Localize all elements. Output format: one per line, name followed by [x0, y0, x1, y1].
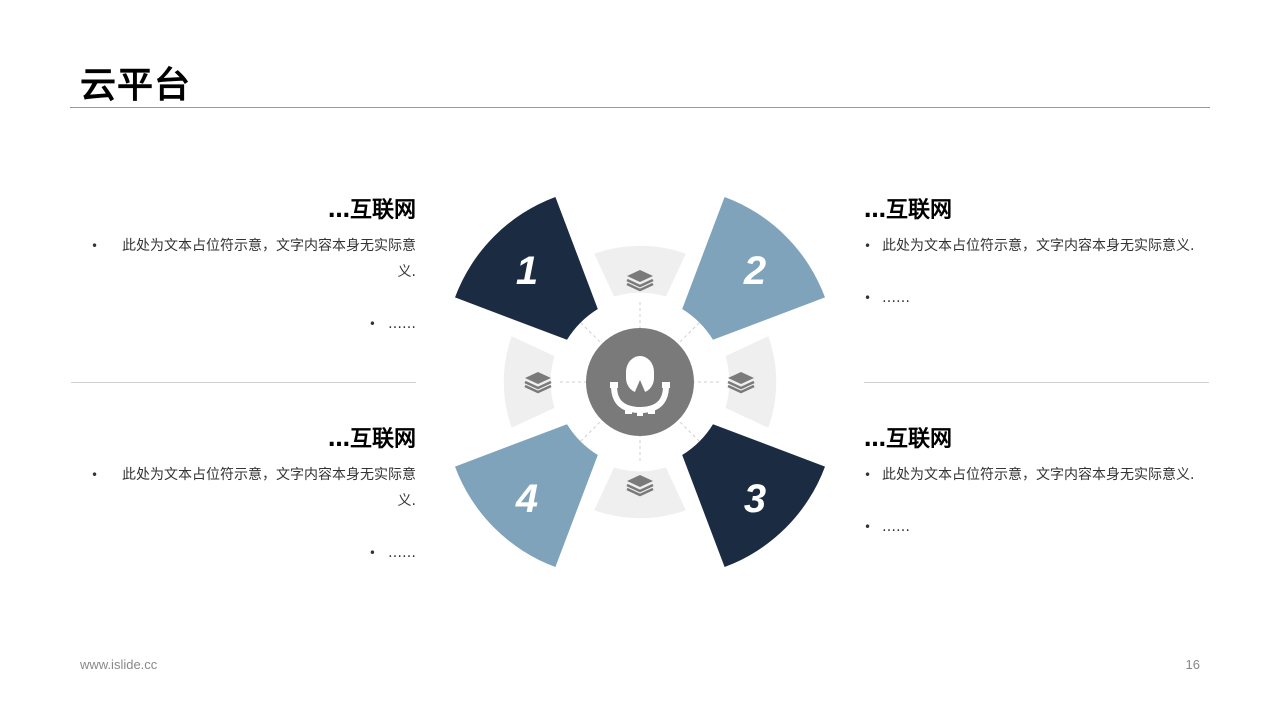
text-block-1: …互联网 • 此处为文本占位符示意，文字内容本身无实际意义. • …… [71, 195, 416, 337]
bullet-item: • 此处为文本占位符示意，文字内容本身无实际意义. [71, 462, 416, 514]
bullet-dot-icon: • [864, 239, 872, 253]
block-heading: …互联网 [327, 427, 416, 452]
petal-number: 2 [743, 249, 766, 293]
petal-2: 2 [682, 197, 825, 340]
bullet-list: • 此处为文本占位符示意，文字内容本身无实际意义. • …… [71, 233, 416, 337]
bullet-item: • 此处为文本占位符示意，文字内容本身无实际意义. [864, 462, 1209, 488]
petal-number: 3 [744, 477, 766, 521]
title-divider [70, 107, 1210, 108]
petal-1: 1 [455, 197, 598, 340]
block-heading: …互联网 [864, 198, 953, 223]
block-heading: …互联网 [864, 427, 953, 452]
bullet-text: …… [882, 519, 910, 535]
bullet-item: • …… [71, 540, 416, 566]
bullet-item: • …… [864, 514, 1209, 540]
section-divider [864, 382, 1209, 383]
footer-url[interactable]: www.islide.cc [80, 657, 158, 672]
page-number: 16 [1185, 657, 1200, 672]
bullet-dot-icon: • [368, 546, 376, 560]
bullet-dot-icon: • [91, 468, 99, 482]
bullet-text: …… [388, 316, 416, 332]
center-hub [586, 328, 694, 436]
tab-right [725, 336, 777, 428]
bullet-item: • …… [71, 311, 416, 337]
bullet-list: • 此处为文本占位符示意，文字内容本身无实际意义. • …… [864, 462, 1209, 540]
radial-diagram: 1 2 3 4 [455, 197, 825, 567]
section-divider [71, 382, 416, 383]
bullet-dot-icon: • [864, 468, 872, 482]
bullet-list: • 此处为文本占位符示意，文字内容本身无实际意义. • …… [864, 233, 1209, 311]
tab-left [503, 336, 555, 428]
bullet-text: 此处为文本占位符示意，文字内容本身无实际意义. [122, 467, 416, 509]
bullet-item: • 此处为文本占位符示意，文字内容本身无实际意义. [71, 233, 416, 285]
text-block-2: …互联网 • 此处为文本占位符示意，文字内容本身无实际意义. • …… [864, 195, 1209, 311]
bullet-text: 此处为文本占位符示意，文字内容本身无实际意义. [882, 467, 1195, 483]
bullet-text: …… [882, 290, 910, 306]
bullet-text: 此处为文本占位符示意，文字内容本身无实际意义. [122, 238, 416, 280]
petal-number: 4 [515, 477, 538, 521]
petal-number: 1 [516, 249, 538, 293]
bullet-dot-icon: • [91, 239, 99, 253]
block-heading: …互联网 [327, 198, 416, 223]
user-gear-icon [610, 356, 670, 416]
bullet-item: • 此处为文本占位符示意，文字内容本身无实际意义. [864, 233, 1209, 259]
text-block-3: …互联网 • 此处为文本占位符示意，文字内容本身无实际意义. • …… [864, 424, 1209, 540]
bullet-list: • 此处为文本占位符示意，文字内容本身无实际意义. • …… [71, 462, 416, 566]
text-block-4: …互联网 • 此处为文本占位符示意，文字内容本身无实际意义. • …… [71, 424, 416, 566]
bullet-text: 此处为文本占位符示意，文字内容本身无实际意义. [882, 238, 1195, 254]
bullet-dot-icon: • [864, 520, 872, 534]
bullet-dot-icon: • [864, 291, 872, 305]
petal-4: 4 [455, 424, 598, 567]
bullet-item: • …… [864, 285, 1209, 311]
petal-3: 3 [682, 424, 825, 567]
bullet-dot-icon: • [368, 317, 376, 331]
page-title: 云平台 [80, 65, 192, 106]
bullet-text: …… [388, 545, 416, 561]
tab-bottom [594, 467, 686, 519]
tab-top [594, 245, 686, 297]
